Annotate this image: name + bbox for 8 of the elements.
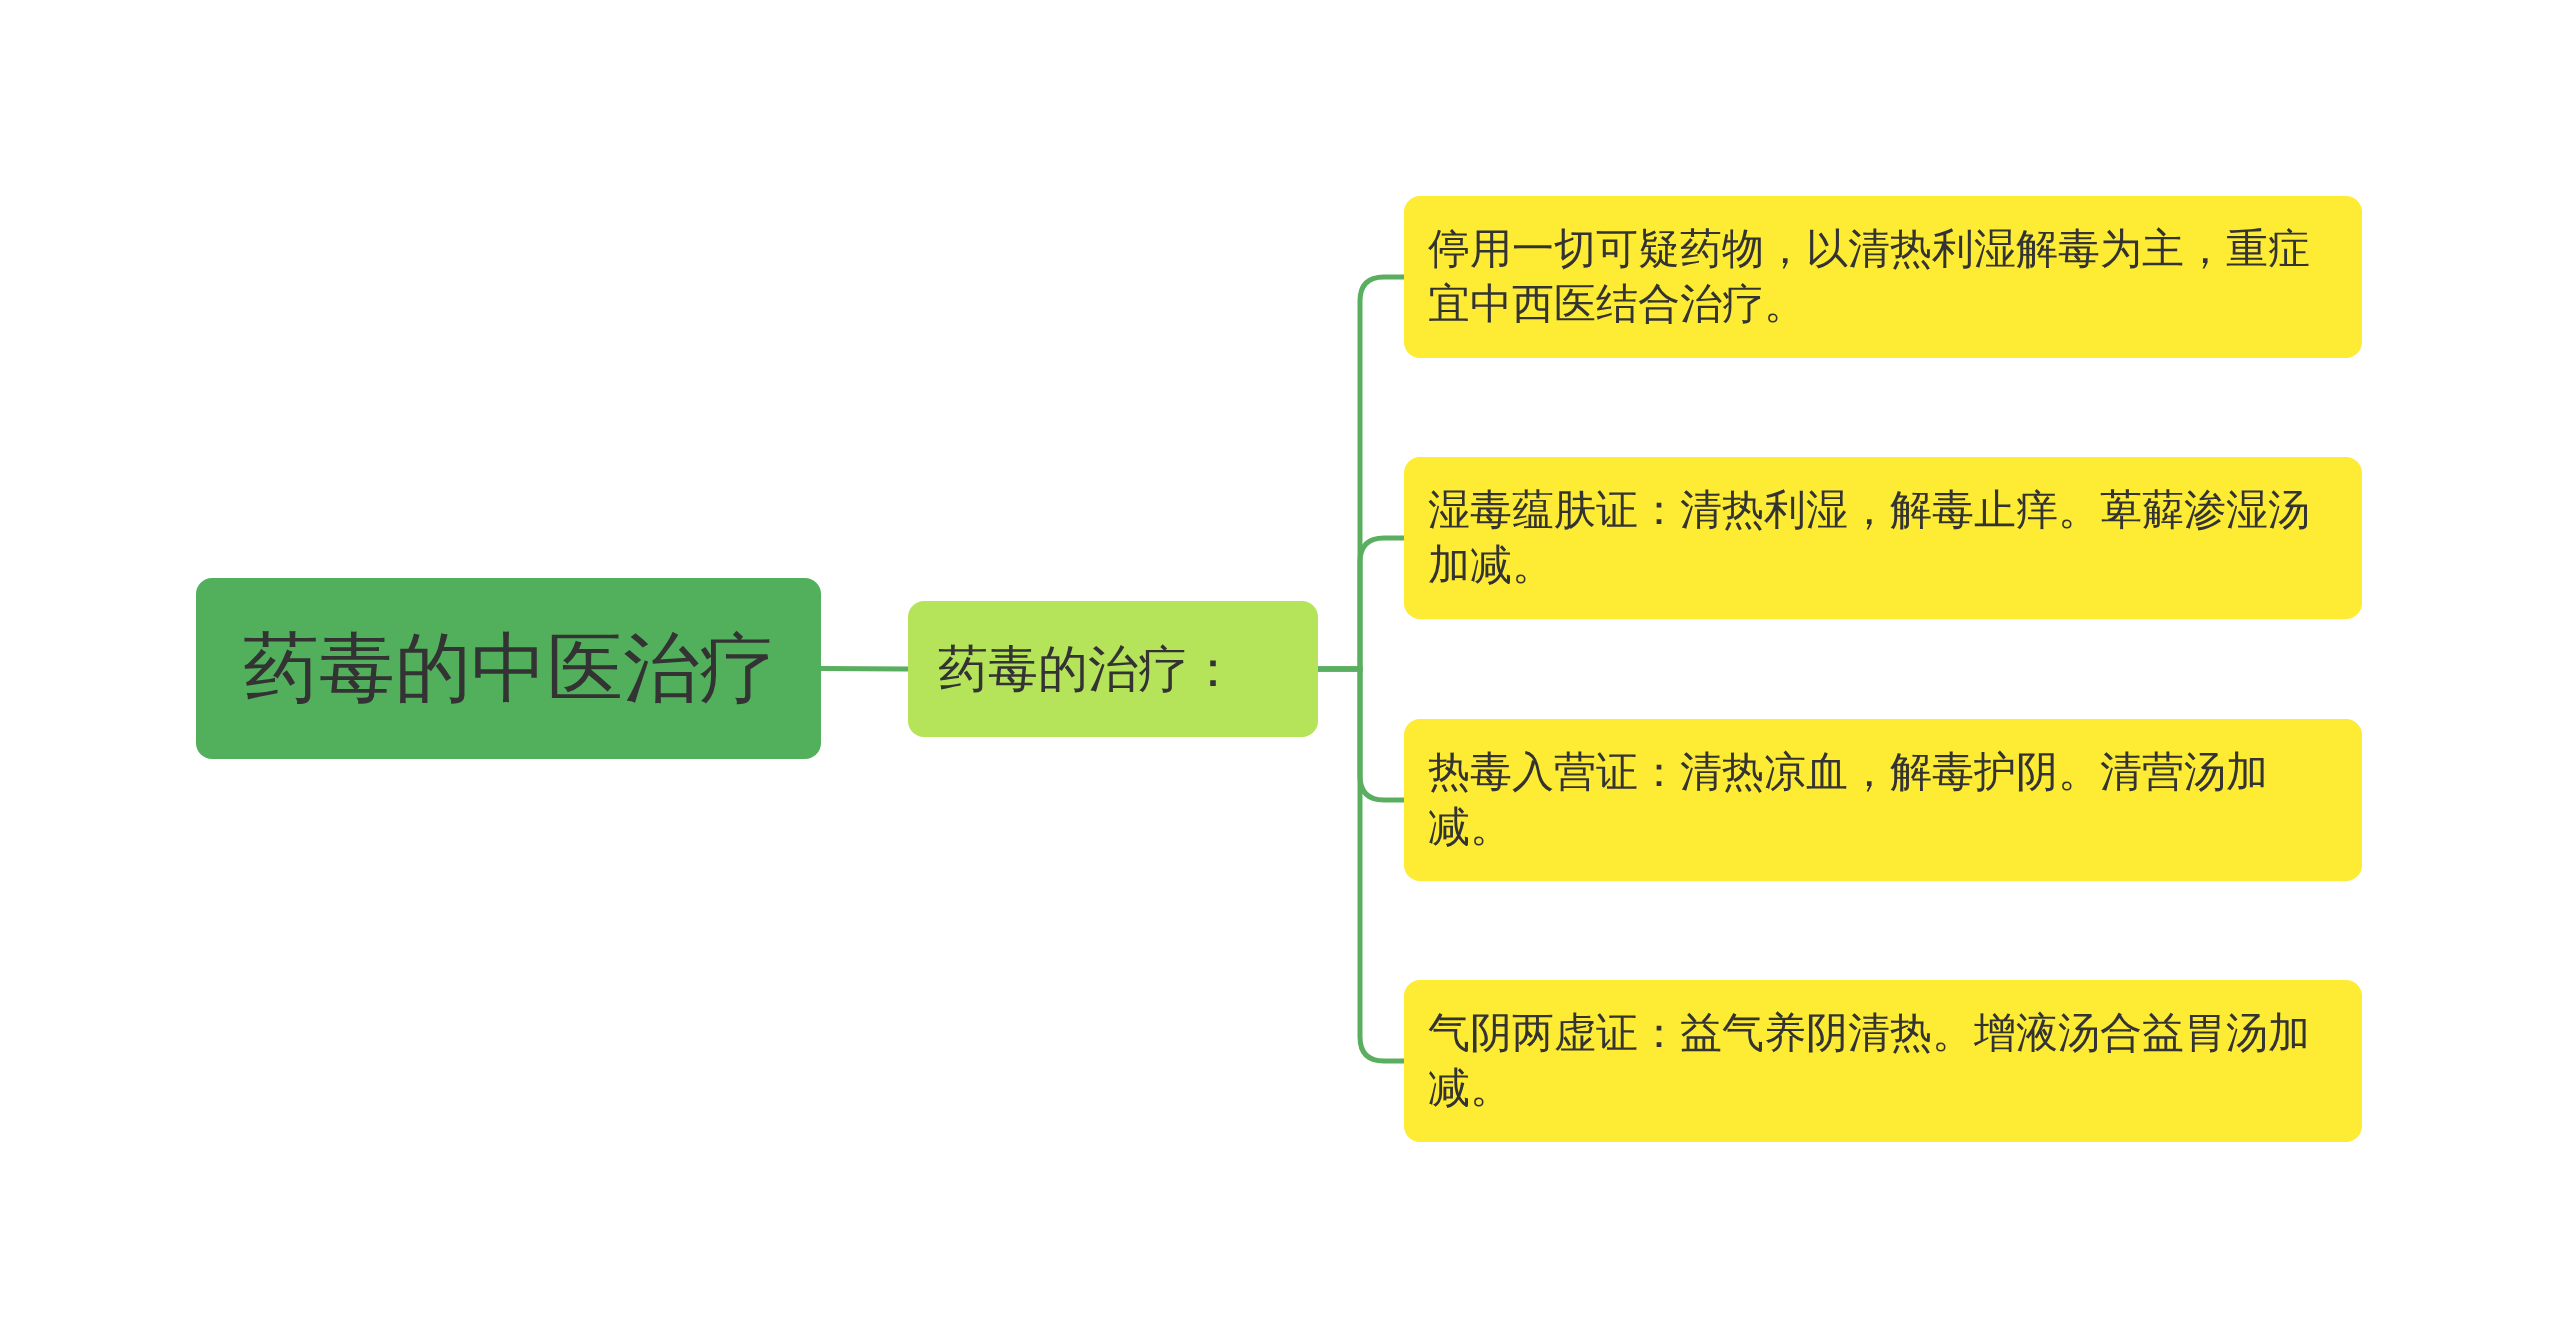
topic-box: 气阴两虚证：益气养阴清热。增液汤合益胃汤加减。 bbox=[1404, 980, 2362, 1142]
subtopic-box: 药毒的治疗： bbox=[908, 601, 1318, 737]
topic-box: 停用一切可疑药物，以清热利湿解毒为主，重症宜中西医结合治疗。 bbox=[1404, 196, 2362, 358]
connector-line bbox=[1318, 666, 1404, 1064]
topic-box: 湿毒蕴肤证：清热利湿，解毒止痒。萆薢渗湿汤加减。 bbox=[1404, 457, 2362, 619]
connector-line bbox=[821, 666, 908, 672]
topic-box: 热毒入营证：清热凉血，解毒护阴。清营汤加减。 bbox=[1404, 719, 2362, 881]
root-topic-box: 药毒的中医治疗 bbox=[196, 578, 821, 759]
